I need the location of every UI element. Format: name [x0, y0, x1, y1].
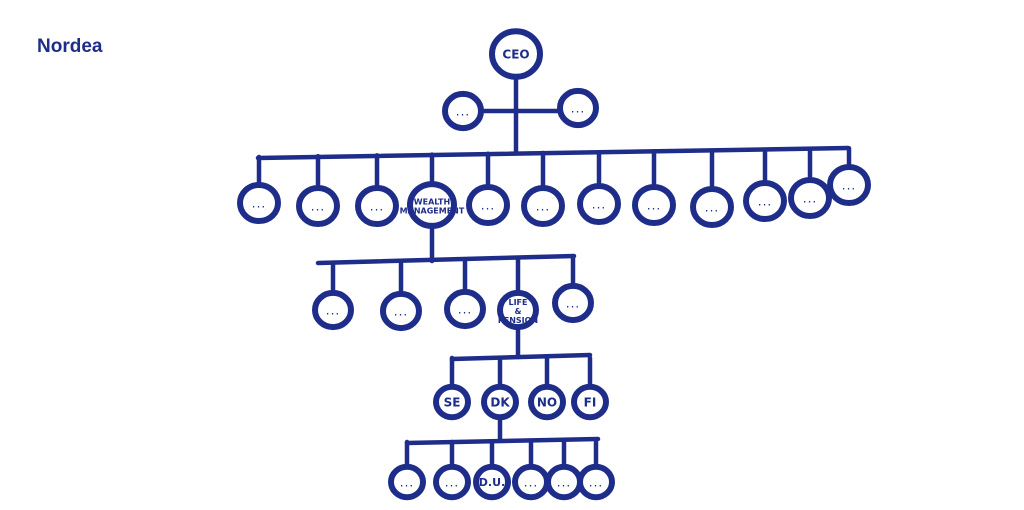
node-unit-3-label: ...	[370, 200, 384, 214]
node-wm-unit-5-label: ...	[566, 297, 580, 311]
node-unit-8: ...	[632, 183, 676, 227]
node-wealth-management-circle	[407, 181, 457, 229]
node-dk-team-2: ...	[433, 463, 471, 501]
node-unit-1-label: ...	[252, 197, 266, 211]
node-wm-unit-1: ...	[312, 289, 354, 331]
node-dk-team-2-label: ...	[445, 476, 459, 490]
node-assistant-left-circle	[442, 90, 484, 132]
node-country-no: NO	[528, 383, 566, 421]
node-dk-team-1-label: ...	[400, 476, 414, 490]
brand-logo: Nordea	[37, 36, 103, 57]
org-chart-connectors	[255, 75, 852, 469]
node-life-pension: LIFE&PENSION	[497, 289, 539, 331]
node-country-dk-label: DK	[490, 396, 510, 410]
node-unit-1: ...	[237, 181, 281, 225]
node-unit-10: ...	[743, 179, 787, 223]
node-dk-team-6-label: ...	[589, 476, 603, 490]
node-ceo-label: CEO	[502, 48, 529, 62]
node-wm-unit-3-circle	[444, 288, 486, 330]
level4-bar	[404, 436, 601, 446]
node-du: D.U.	[473, 463, 511, 501]
node-unit-11-circle	[788, 176, 832, 220]
node-unit-3-circle	[355, 184, 399, 228]
node-dk-team-4: ...	[512, 463, 550, 501]
node-unit-9-label: ...	[705, 201, 719, 215]
node-country-no-label: NO	[537, 396, 557, 410]
node-unit-7: ...	[577, 182, 621, 226]
node-wm-unit-2-circle	[380, 290, 422, 332]
node-unit-8-label: ...	[647, 199, 661, 213]
node-assistant-right-circle	[557, 87, 599, 129]
node-dk-team-5: ...	[545, 463, 583, 501]
node-dk-team-4-label: ...	[524, 476, 538, 490]
node-unit-5-circle	[466, 183, 510, 227]
level3-bar	[449, 352, 593, 362]
node-unit-5: ...	[466, 183, 510, 227]
node-dk-team-6-circle	[577, 463, 615, 501]
node-dk-team-1: ...	[388, 463, 426, 501]
node-unit-6: ...	[521, 184, 565, 228]
node-unit-2: ...	[296, 184, 340, 228]
node-assistant-left-label: ...	[456, 105, 470, 119]
node-unit-9: ...	[690, 185, 734, 229]
node-unit-1-circle	[237, 181, 281, 225]
node-unit-10-label: ...	[758, 195, 772, 209]
node-unit-12: ...	[827, 163, 871, 207]
node-country-fi: FI	[571, 383, 609, 421]
node-country-se-label: SE	[444, 396, 461, 410]
node-unit-11: ...	[788, 176, 832, 220]
node-ceo: CEO	[489, 28, 543, 80]
node-life-pension-circle	[497, 289, 539, 331]
node-unit-2-label: ...	[311, 200, 325, 214]
node-country-fi-label: FI	[584, 396, 597, 410]
node-wm-unit-2-label: ...	[394, 305, 408, 319]
node-unit-12-circle	[827, 163, 871, 207]
node-unit-11-label: ...	[803, 192, 817, 206]
node-unit-3: ...	[355, 184, 399, 228]
level1-bar	[255, 145, 851, 161]
node-unit-6-label: ...	[536, 200, 550, 214]
node-dk-team-1-circle	[388, 463, 426, 501]
node-wm-unit-2: ...	[380, 290, 422, 332]
node-ceo-circle	[489, 28, 543, 80]
node-unit-10-circle	[743, 179, 787, 223]
node-country-dk: DK	[481, 383, 519, 421]
node-unit-6-circle	[521, 184, 565, 228]
node-wm-unit-1-label: ...	[326, 304, 340, 318]
node-assistant-right: ...	[557, 87, 599, 129]
node-unit-5-label: ...	[481, 199, 495, 213]
node-country-se-circle	[433, 383, 471, 421]
node-du-circle	[473, 463, 511, 501]
node-unit-7-circle	[577, 182, 621, 226]
node-unit-8-circle	[632, 183, 676, 227]
level2-bar	[315, 253, 577, 266]
node-wm-unit-3-label: ...	[458, 303, 472, 317]
node-wm-unit-3: ...	[444, 288, 486, 330]
node-country-dk-circle	[481, 383, 519, 421]
node-country-fi-circle	[571, 383, 609, 421]
node-dk-team-6: ...	[577, 463, 615, 501]
node-dk-team-5-label: ...	[557, 476, 571, 490]
node-country-se: SE	[433, 383, 471, 421]
node-dk-team-2-circle	[433, 463, 471, 501]
node-life-pension-label: LIFE&PENSION	[498, 298, 538, 325]
node-unit-9-circle	[690, 185, 734, 229]
node-unit-2-circle	[296, 184, 340, 228]
node-unit-12-label: ...	[842, 179, 856, 193]
node-unit-7-label: ...	[592, 198, 606, 212]
node-assistant-right-label: ...	[571, 102, 585, 116]
node-wm-unit-5: ...	[552, 282, 594, 324]
node-country-no-circle	[528, 383, 566, 421]
node-assistant-left: ...	[442, 90, 484, 132]
node-wm-unit-1-circle	[312, 289, 354, 331]
node-wm-unit-5-circle	[552, 282, 594, 324]
node-du-label: D.U.	[479, 476, 505, 489]
